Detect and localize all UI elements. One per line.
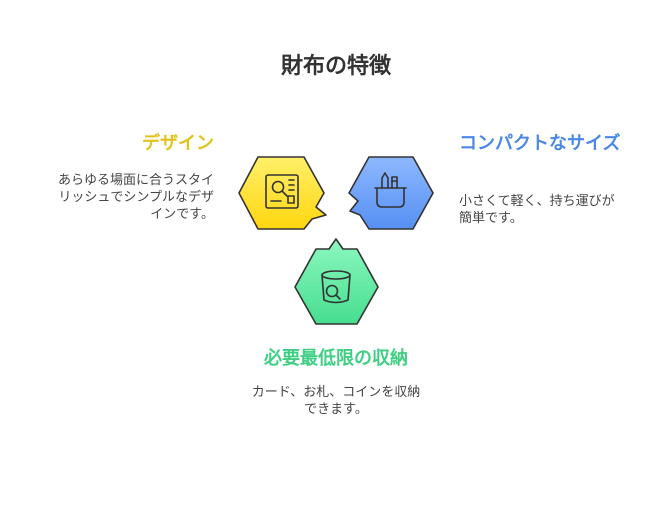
compact-size-heading: コンパクトなサイズ bbox=[459, 133, 621, 154]
design-hexagon bbox=[238, 156, 327, 230]
diagram-title: 財布の特徴 bbox=[280, 54, 391, 79]
design-description: あらゆる場面に合うスタイリッシュでシンプルなデザインです。 bbox=[57, 173, 214, 222]
design-board-icon bbox=[265, 174, 299, 209]
compact-size-description: 小さくて軽く、持ち運びが簡単です。 bbox=[459, 194, 615, 226]
essentials-heading: 必要最低限の収納 bbox=[264, 348, 408, 369]
design-heading: デザイン bbox=[142, 133, 214, 154]
compact-hexagon bbox=[348, 156, 434, 230]
essentials-description: カード、お札、コインを収納できます。 bbox=[251, 385, 421, 417]
pocket-pens-icon bbox=[374, 172, 407, 208]
bucket-search-icon bbox=[321, 270, 351, 304]
essentials-hexagon bbox=[294, 238, 379, 325]
